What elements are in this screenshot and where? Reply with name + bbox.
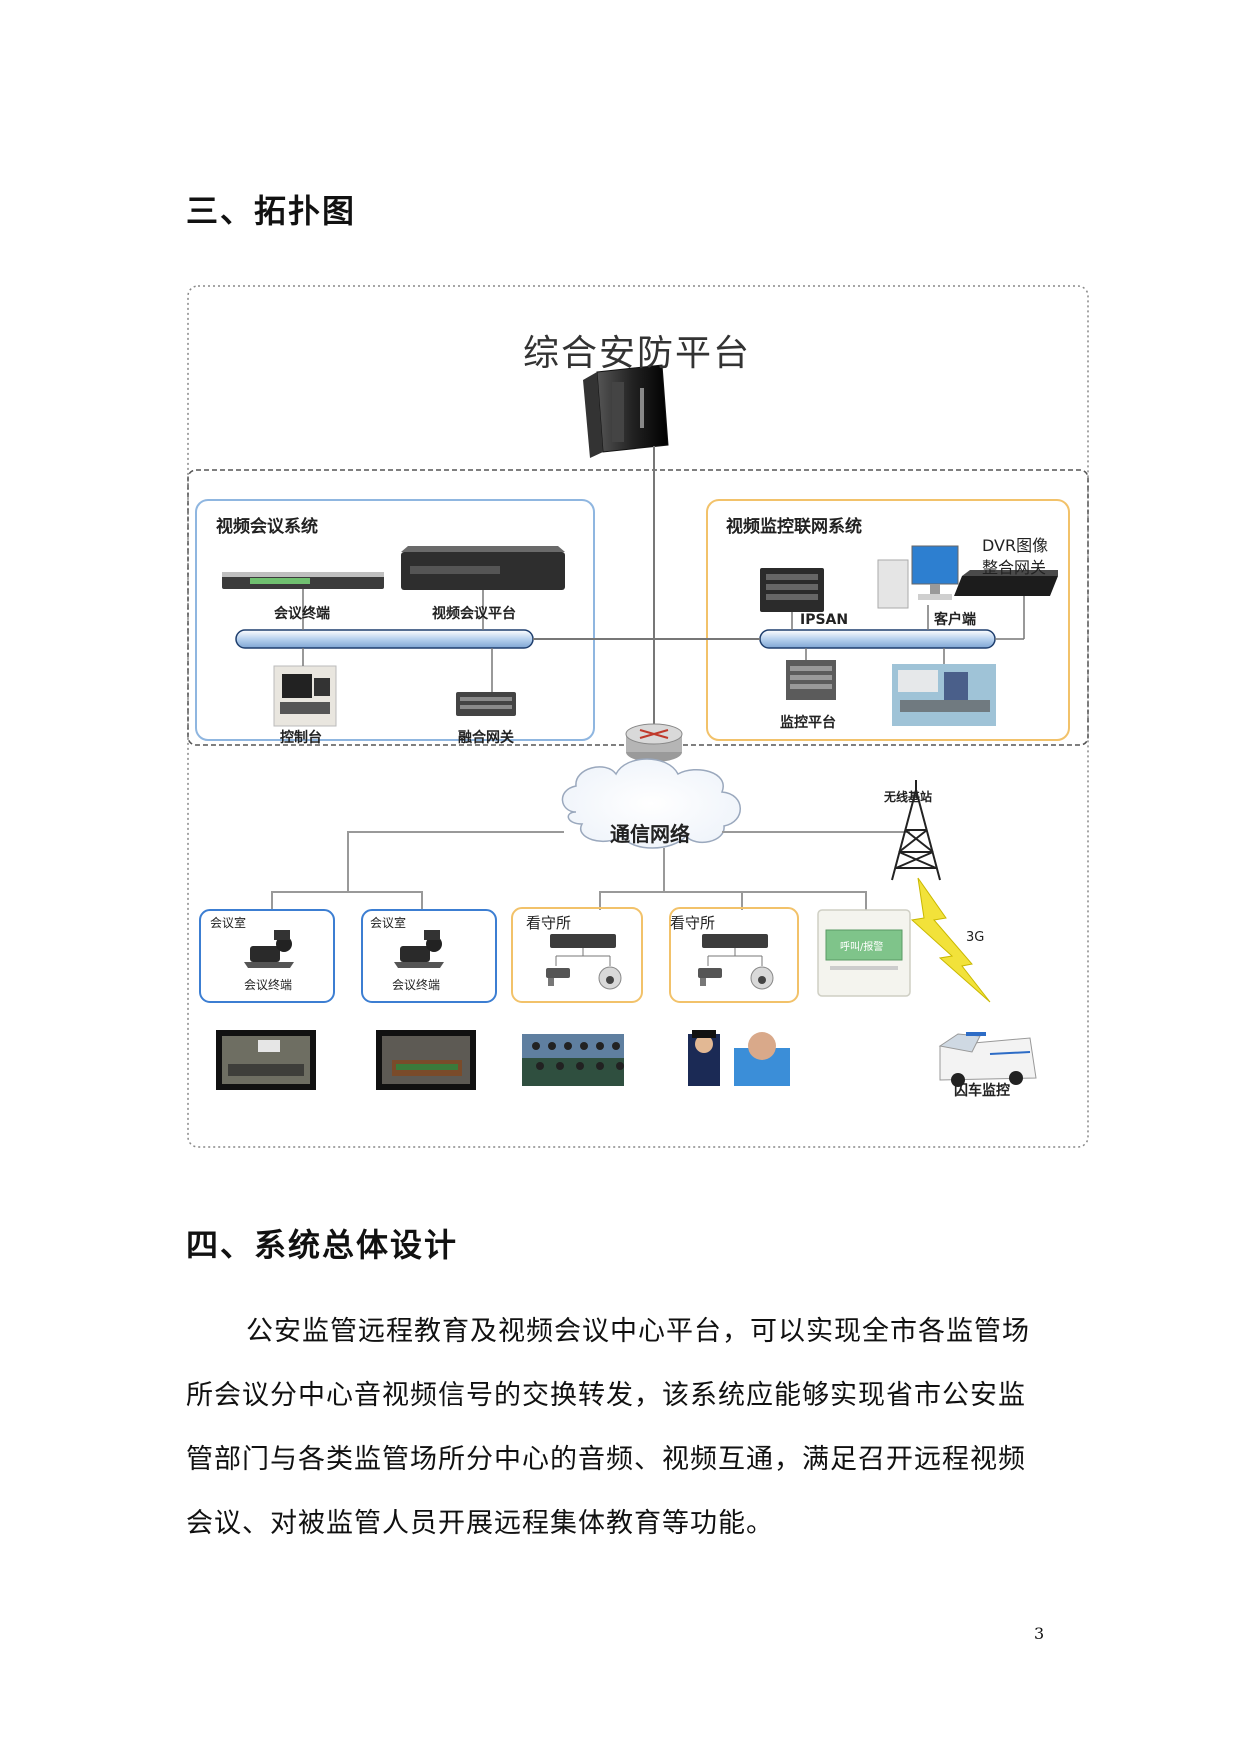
nvr-2-icon xyxy=(702,934,768,966)
officers-photo xyxy=(688,1030,790,1086)
paragraph-line-4: 会议、对被监管人员开展远程集体教育等功能。 xyxy=(186,1508,774,1539)
lightning-icon xyxy=(910,877,991,1003)
page-number: 3 xyxy=(1034,1624,1045,1643)
fusion-gateway-icon xyxy=(456,692,516,716)
paragraph-line-1: 公安监管远程教育及视频会议中心平台，可以实现全市各监管场 xyxy=(246,1316,1030,1347)
video-conf-title: 视频会议系统 xyxy=(216,517,318,537)
meeting-photo-1 xyxy=(216,1030,316,1090)
site2-title: 会议室 xyxy=(370,916,407,930)
monitor-platform-icon xyxy=(786,660,836,700)
dvr-gateway-icon xyxy=(954,570,1058,596)
camera-dome-2-icon xyxy=(750,966,774,990)
site-box-1 xyxy=(199,909,335,1003)
ipsan-icon xyxy=(760,568,824,612)
conf-platform-icon xyxy=(401,546,565,590)
paragraph-line-2: 所会议分中心音视频信号的交换转发，该系统应能够实现省市公安监 xyxy=(186,1380,1026,1411)
router-icon xyxy=(625,723,683,762)
monitoring-room-photo xyxy=(892,664,996,726)
section-4-paragraph: 公安监管远程教育及视频会议中心平台，可以实现全市各监管场 所会议分中心音视频信号… xyxy=(186,1300,1066,1556)
dvr-label-line2: 整合网关 xyxy=(982,558,1047,577)
panel-display xyxy=(825,929,903,961)
diagram-outer-frame xyxy=(187,285,1089,1148)
site1-device: 会议终端 xyxy=(244,978,293,992)
site4-title: 看守所 xyxy=(670,914,716,932)
client-pc-icon xyxy=(877,545,959,609)
conf-terminal-icon xyxy=(222,572,384,589)
police-van-icon xyxy=(938,1032,1037,1087)
main-server-icon xyxy=(583,364,669,458)
section-4-heading: 四、系统总体设计 xyxy=(186,1226,459,1264)
video-mon-title: 视频监控联网系统 xyxy=(726,517,862,537)
wireless-station-label: 无线基站 xyxy=(884,790,933,804)
conf-terminal-1-icon xyxy=(244,930,294,968)
site-box-3 xyxy=(511,907,643,1003)
alarm-panel-text: 呼叫/报警 xyxy=(840,942,884,953)
client-label: 客户端 xyxy=(934,612,976,628)
vehicle-label: 囚车监控 xyxy=(954,1083,1010,1099)
conf-terminal-label: 会议终端 xyxy=(274,606,330,622)
nvr-1-icon xyxy=(550,934,616,966)
video-conf-box xyxy=(195,499,595,741)
conf-platform-label: 视频会议平台 xyxy=(432,606,516,622)
console-icon xyxy=(273,665,337,727)
site3-title: 看守所 xyxy=(526,914,572,932)
site-box-4 xyxy=(669,907,799,1003)
site-box-2 xyxy=(361,909,497,1003)
console-label: 控制台 xyxy=(280,730,322,746)
network-label: 通信网络 xyxy=(610,822,690,846)
camera-bullet-2-icon xyxy=(698,968,722,986)
video-mon-box xyxy=(706,499,1070,741)
ipsan-label: IPSAN xyxy=(800,612,849,628)
conf-terminal-2-icon xyxy=(394,930,444,968)
platform-title: 综合安防平台 xyxy=(523,333,752,374)
paragraph-line-3: 管部门与各类监管场所分中心的音频、视频互通，满足召开远程视频 xyxy=(186,1444,1026,1475)
3g-label: 3G xyxy=(966,930,985,945)
meeting-photo-2 xyxy=(376,1030,476,1090)
section-3-heading: 三、拓扑图 xyxy=(186,192,357,230)
conf-bus xyxy=(235,629,534,649)
site1-title: 会议室 xyxy=(210,916,247,930)
camera-dome-1-icon xyxy=(598,966,622,990)
dvr-label-line1: DVR图像 xyxy=(982,536,1049,555)
network-cloud xyxy=(561,758,741,849)
monitor-platform-label: 监控平台 xyxy=(780,715,836,731)
classroom-photo xyxy=(522,1034,624,1086)
camera-bullet-1-icon xyxy=(546,968,570,986)
mon-bus xyxy=(759,629,996,649)
site2-device: 会议终端 xyxy=(392,978,441,992)
radio-tower-icon xyxy=(891,780,941,881)
fusion-gateway-label: 融合网关 xyxy=(458,730,514,746)
